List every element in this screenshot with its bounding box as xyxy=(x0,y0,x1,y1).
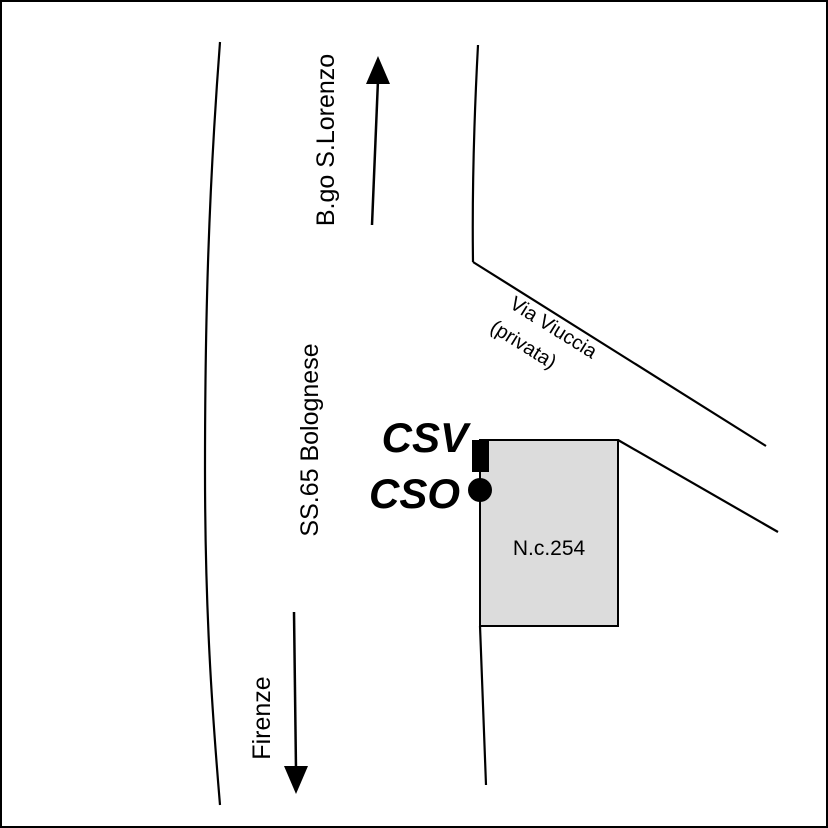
road-edge-left xyxy=(203,41,222,806)
side-street-edge-upper xyxy=(472,261,767,447)
circle-marker-icon xyxy=(468,478,492,502)
main-road-label: SS.65 Bolognese xyxy=(296,343,324,536)
square-marker-icon xyxy=(472,440,489,472)
side-street-edge-lower xyxy=(617,439,779,533)
south-road-label: Firenze xyxy=(248,676,276,759)
arrow-down-icon xyxy=(284,611,308,794)
building-label: N.c.254 xyxy=(513,537,586,560)
building-nc254 xyxy=(479,439,619,627)
road-edge-right-upper xyxy=(471,44,480,263)
marker-csv-label: CSV xyxy=(382,414,471,461)
north-road-label: B.go S.Lorenzo xyxy=(312,54,340,226)
road-edge-right-lower xyxy=(478,625,488,786)
arrow-up-icon xyxy=(366,56,390,226)
marker-cso-label: CSO xyxy=(369,470,460,517)
